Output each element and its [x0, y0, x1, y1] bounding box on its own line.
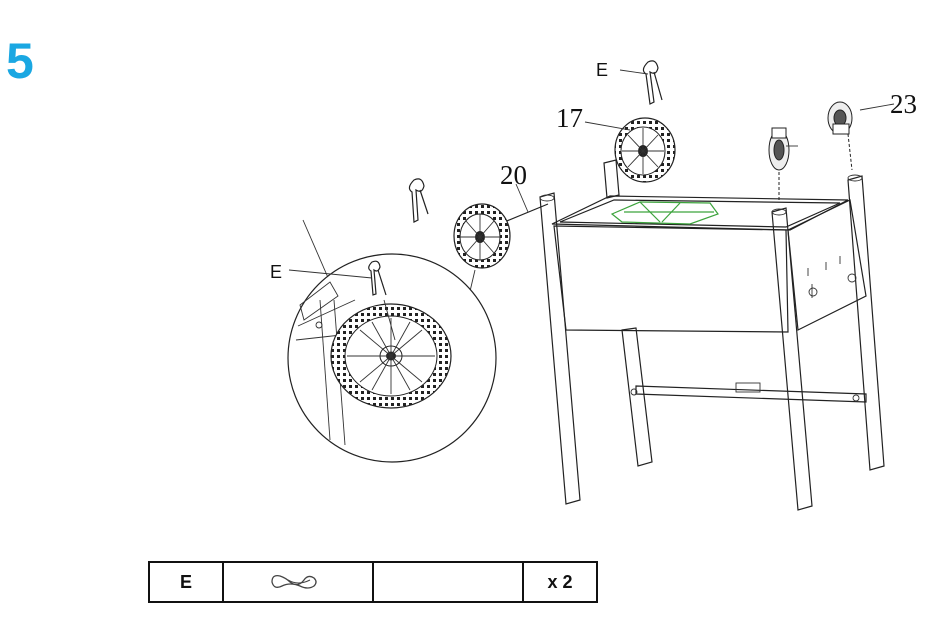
detail-magnifier [287, 219, 497, 463]
callout-e-detail: E [270, 262, 282, 282]
hardware-description [372, 561, 524, 603]
callout-20: 20 [500, 160, 527, 190]
hardware-letter: E [148, 561, 224, 603]
hardware-table: E x 2 [148, 561, 598, 603]
caster-23 [827, 101, 853, 171]
wheel-left [453, 203, 511, 269]
green-bracket [610, 201, 719, 225]
hitch-pin-clip-icon [222, 561, 374, 603]
hitch-pin-clip-top [642, 60, 663, 105]
callout-23: 23 [890, 89, 917, 119]
hardware-quantity: x 2 [522, 561, 598, 603]
callout-e-top: E [596, 60, 608, 80]
callout-17: 17 [556, 103, 583, 133]
hitch-pin-clip-mid [408, 178, 429, 223]
wheel-17 [614, 117, 676, 183]
step-number: 5 [6, 33, 34, 89]
caster-left [768, 127, 798, 200]
cart-frame [539, 159, 885, 511]
hardware-row: E x 2 [148, 561, 598, 603]
